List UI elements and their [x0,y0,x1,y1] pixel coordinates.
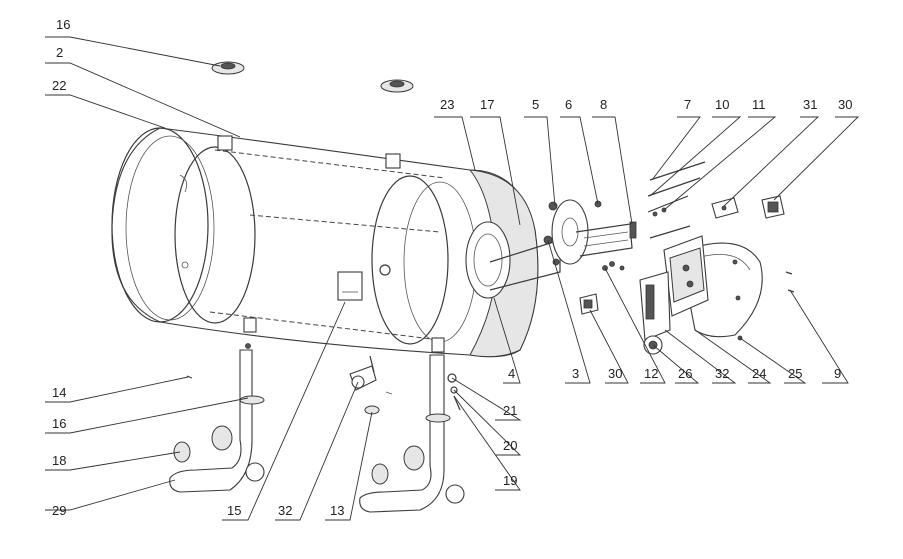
part-label-30-top: 30 [838,97,852,112]
tank-body [111,127,539,358]
part-label-7: 7 [684,97,691,112]
part-label-25: 25 [788,366,802,381]
part-label-4: 4 [508,366,515,381]
part-label-32-right: 32 [715,366,729,381]
part-label-26: 26 [678,366,692,381]
part-label-10: 10 [715,97,729,112]
part-label-16-bottom: 16 [52,416,66,431]
small-components [186,195,795,415]
part-label-16-top: 16 [56,17,70,32]
cover-plate [639,235,763,355]
mounting-brackets [169,349,465,513]
part-label-13: 13 [330,503,344,518]
part-label-6: 6 [565,97,572,112]
leader-lines [45,36,860,521]
top-caps [211,61,414,93]
part-label-11: 11 [752,97,766,112]
part-label-19: 19 [503,473,517,488]
heating-element [489,161,706,291]
part-label-12: 12 [644,366,658,381]
part-label-22: 22 [52,78,66,93]
part-label-21: 21 [503,403,517,418]
part-label-5: 5 [532,97,539,112]
part-label-9: 9 [834,366,841,381]
part-label-15: 15 [227,503,241,518]
part-label-2: 2 [56,45,63,60]
part-labels: 16 2 22 23 17 5 6 8 7 10 11 31 30 14 16 … [52,17,852,518]
part-label-31: 31 [803,97,817,112]
part-label-8: 8 [600,97,607,112]
part-label-29: 29 [52,503,66,518]
part-label-14: 14 [52,385,66,400]
part-label-18: 18 [52,453,66,468]
part-label-24: 24 [752,366,766,381]
part-label-30-center: 30 [608,366,622,381]
part-label-23: 23 [440,97,454,112]
part-label-32-bottom: 32 [278,503,292,518]
part-label-17: 17 [480,97,494,112]
part-label-20: 20 [503,438,517,453]
part-label-3: 3 [572,366,579,381]
